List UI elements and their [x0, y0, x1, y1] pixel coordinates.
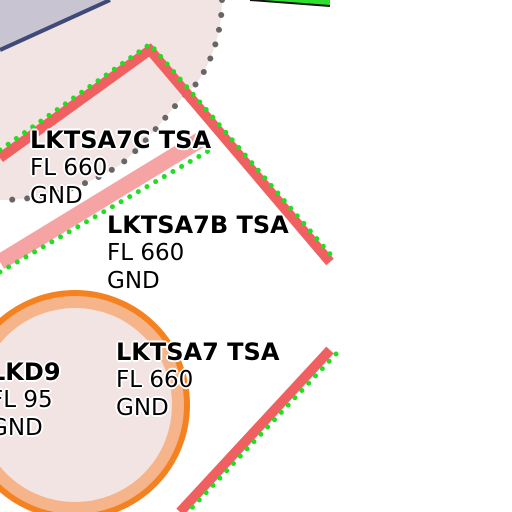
zone-lower-limit: GND	[107, 268, 160, 294]
zone-lower-limit: GND	[0, 415, 43, 441]
zone-upper-limit: FL 660	[116, 367, 194, 393]
green-area-border	[249, 0, 331, 7]
lktsa7c-area-fill[interactable]	[0, 0, 222, 200]
tsa-outer-boundary[interactable]	[0, 40, 339, 512]
zone-name: LKTSA7 TSA	[116, 338, 280, 366]
zone-upper-limit: FL 95	[0, 387, 53, 413]
zone-label-lktsa7[interactable]: LKTSA7 TSA FL 660 GND	[116, 338, 279, 422]
zone-upper-limit: FL 660	[107, 240, 185, 266]
zone-name: LKTSA7C TSA	[30, 126, 212, 154]
zone-name: LKTSA7B TSA	[107, 211, 289, 239]
zone-name: LKD9	[0, 358, 61, 386]
zone-upper-limit: FL 660	[30, 155, 108, 181]
top-area-border	[0, 0, 111, 52]
lkd9-circle[interactable]	[0, 290, 190, 512]
zone-lower-limit: GND	[30, 183, 83, 209]
zone-lower-limit: GND	[116, 395, 169, 421]
tsa-inner-boundary[interactable]	[0, 133, 213, 275]
zone-label-lktsa7b[interactable]: LKTSA7B TSA FL 660 GND	[107, 211, 289, 295]
dotted-boundary-arc	[0, 0, 225, 203]
zone-label-lkd9[interactable]: LKD9 FL 95 GND	[0, 358, 61, 442]
zone-label-lktsa7c[interactable]: LKTSA7C TSA FL 660 GND	[30, 126, 211, 210]
